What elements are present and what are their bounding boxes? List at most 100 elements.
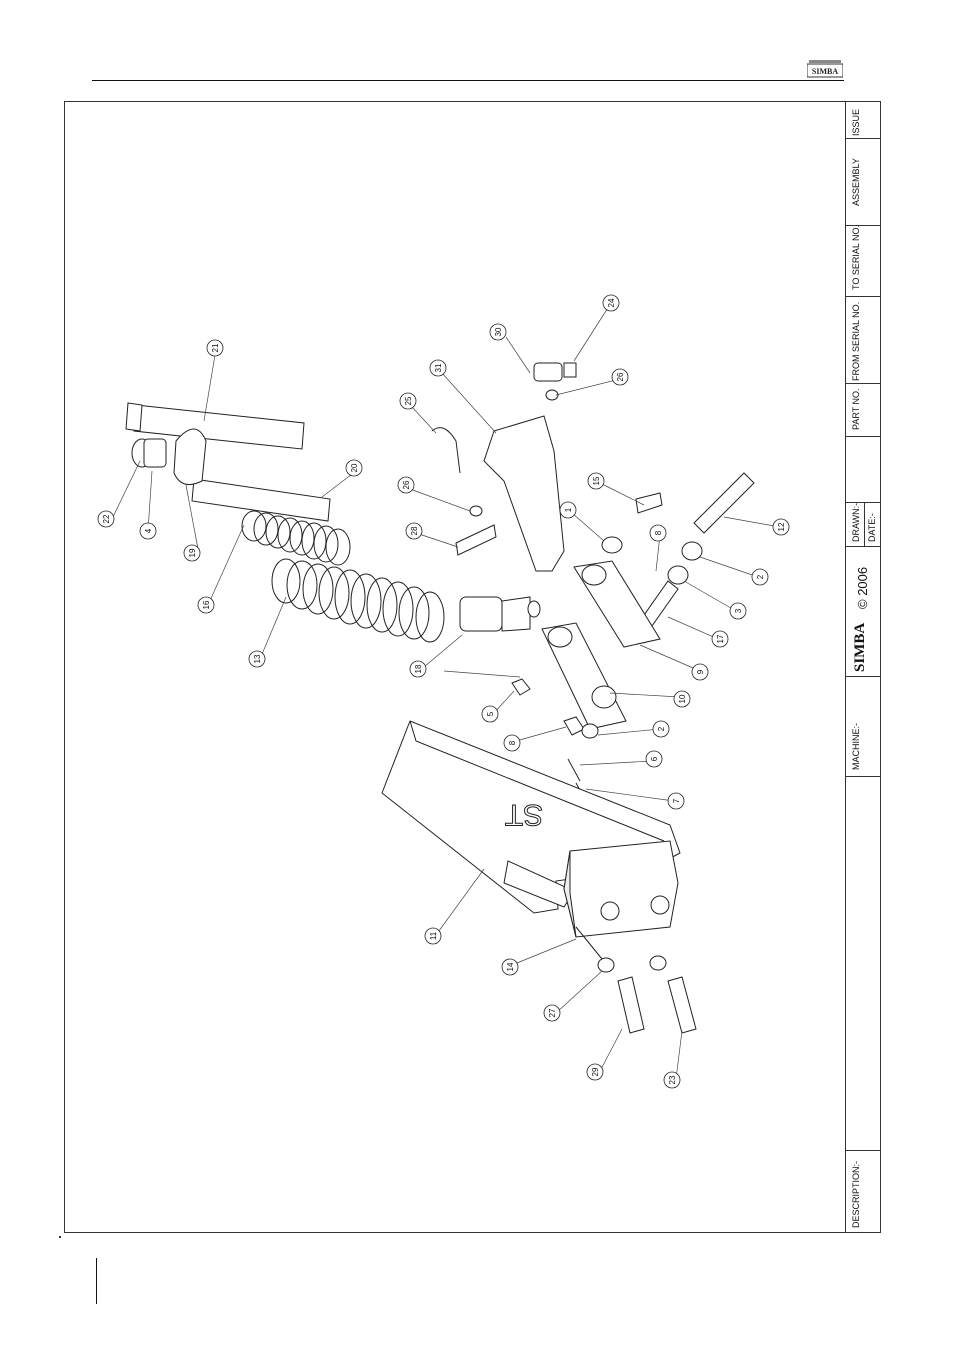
svg-text:1: 1 (564, 507, 573, 512)
callout-19: 19 (184, 545, 200, 561)
washer-26 (470, 506, 482, 516)
svg-text:21: 21 (211, 343, 220, 352)
arm-marking: ST (505, 798, 543, 831)
bush-2 (582, 724, 598, 738)
callout-7: 7 (668, 793, 684, 809)
from-serial-label: FROM SERIAL NO. (851, 302, 861, 381)
bolt-29 (618, 977, 644, 1033)
svg-text:24: 24 (607, 298, 616, 307)
plate-31 (484, 416, 564, 571)
washer-27-b (650, 956, 666, 970)
svg-text:26: 26 (402, 480, 411, 489)
callout-26-top: 26 (612, 369, 628, 385)
svg-text:9: 9 (696, 669, 705, 674)
bolt-28 (456, 525, 496, 555)
date-label: DATE:- (867, 513, 877, 542)
callout-10: 10 (674, 691, 690, 707)
svg-text:27: 27 (548, 1008, 557, 1017)
callout-18: 18 (410, 661, 426, 677)
pin-6 (568, 759, 580, 781)
svg-text:23: 23 (668, 1075, 677, 1084)
callout-6: 6 (646, 751, 662, 767)
svg-text:28: 28 (410, 526, 419, 535)
pin-30 (534, 363, 562, 381)
callout-27: 27 (544, 1005, 560, 1021)
callout-24: 24 (603, 295, 619, 311)
nut-5 (512, 679, 530, 695)
footer-rule (96, 1258, 97, 1304)
callout-29: 29 (587, 1064, 603, 1080)
callout-20: 20 (346, 460, 362, 476)
callout-12: 12 (773, 519, 789, 535)
callout-30: 30 (490, 324, 506, 340)
callout-28: 28 (406, 523, 422, 539)
link-plate-9 (574, 561, 660, 647)
callout-22: 22 (98, 511, 114, 527)
svg-text:7: 7 (672, 798, 681, 803)
svg-text:6: 6 (650, 756, 659, 761)
to-serial-label: TO SERIAL NO. (851, 225, 861, 290)
bush-2-top (682, 542, 702, 560)
svg-text:22: 22 (102, 514, 111, 523)
svg-text:8: 8 (508, 740, 517, 745)
svg-text:14: 14 (506, 962, 515, 971)
nut-8 (564, 717, 584, 735)
callout-4: 4 (140, 523, 156, 539)
issue-label: ISSUE (851, 109, 861, 136)
svg-text:13: 13 (253, 654, 262, 663)
svg-text:12: 12 (777, 522, 786, 531)
svg-text:25: 25 (404, 396, 413, 405)
svg-text:30: 30 (494, 327, 503, 336)
callout-8-top: 8 (650, 525, 666, 541)
clamp-block (564, 841, 678, 937)
callout-23: 23 (664, 1072, 680, 1088)
part-no-label: PART NO. (851, 388, 861, 430)
machine-label: MACHINE:- (851, 723, 861, 770)
svg-text:31: 31 (434, 363, 443, 372)
simba-logo-top: SIMBA (807, 60, 843, 78)
svg-text:18: 18 (414, 664, 423, 673)
svg-text:2: 2 (756, 574, 765, 579)
description-label: DESCRIPTION:- (851, 1161, 861, 1228)
spring-16 (242, 511, 350, 565)
link-plate-10 (542, 623, 626, 729)
callout-3: 3 (730, 603, 746, 619)
spring-rod-18 (460, 597, 540, 631)
callout-2-top: 2 (752, 569, 768, 585)
svg-text:29: 29 (591, 1067, 600, 1076)
callout-17: 17 (712, 631, 728, 647)
callout-11: 11 (425, 928, 441, 944)
svg-text:3: 3 (734, 608, 743, 613)
svg-text:5: 5 (486, 711, 495, 716)
svg-text:10: 10 (678, 694, 687, 703)
clip-25 (432, 428, 460, 473)
svg-text:17: 17 (716, 634, 725, 643)
svg-text:20: 20 (350, 463, 359, 472)
callout-13: 13 (249, 651, 265, 667)
callout-21: 21 (207, 340, 223, 356)
svg-text:11: 11 (429, 931, 438, 940)
clevis-19 (174, 429, 206, 485)
callout-1: 1 (560, 502, 576, 518)
pin-12 (694, 473, 754, 533)
header-rule (92, 80, 844, 81)
logo-text: SIMBA (812, 67, 838, 76)
callout-26: 26 (398, 477, 414, 493)
bolt-23 (668, 977, 696, 1033)
drawn-label: DRAWN:- (851, 503, 861, 542)
assembly-label: ASSEMBLY (851, 158, 861, 206)
callout-14: 14 (502, 959, 518, 975)
callout-5: 5 (482, 706, 498, 722)
callout-25: 25 (400, 393, 416, 409)
callout-9: 9 (692, 664, 708, 680)
copyright-label: © 2006 (855, 567, 870, 609)
callout-16: 16 (198, 597, 214, 613)
svg-text:19: 19 (188, 548, 197, 557)
title-block-brand: SIMBA (852, 623, 869, 672)
exploded-assembly-drawing: ST (64, 101, 844, 1233)
svg-text:26: 26 (616, 372, 625, 381)
callout-2: 2 (653, 721, 669, 737)
svg-text:16: 16 (202, 600, 211, 609)
washer-27 (598, 958, 614, 972)
callout-15: 15 (588, 473, 604, 489)
